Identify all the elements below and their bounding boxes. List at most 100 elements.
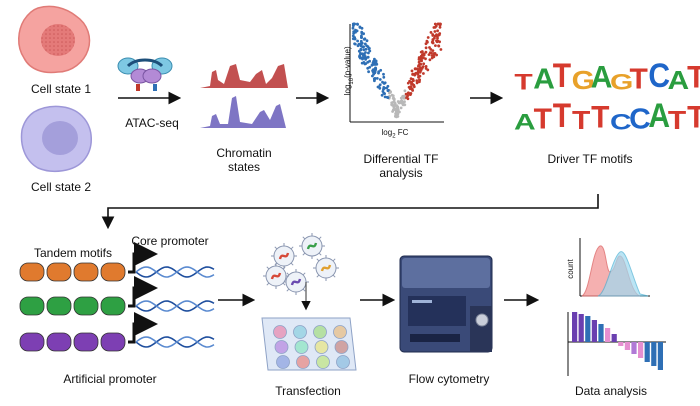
volcano-point — [409, 93, 412, 96]
core-promoter-label: Core promoter — [131, 234, 209, 248]
plate-well — [294, 340, 309, 354]
volcano-point — [433, 22, 437, 26]
volcano-point — [357, 42, 361, 46]
virus-spike — [302, 236, 306, 240]
virus-spike — [282, 266, 286, 270]
volcano-point — [424, 50, 428, 54]
volcano-point — [392, 99, 396, 103]
motif-letter: T — [552, 97, 572, 136]
volcano-point — [433, 25, 437, 29]
volcano-point — [396, 108, 400, 112]
volcano-point — [364, 51, 367, 54]
dna-strand — [135, 336, 215, 348]
volcano-point — [433, 34, 437, 38]
volcano-point — [371, 74, 374, 78]
tandem-motif-block — [100, 262, 126, 282]
motif-letter: T — [514, 70, 533, 95]
virus-spike — [302, 288, 306, 292]
volcano-point — [356, 23, 359, 26]
plate-well — [273, 325, 287, 339]
volcano-point — [418, 70, 422, 74]
plate-well — [333, 325, 347, 339]
motif-letter: C — [609, 110, 632, 135]
volcano-point — [367, 70, 370, 74]
motif-letter: T — [629, 63, 648, 95]
volcano-point — [428, 51, 432, 54]
tandem-motif-block — [19, 262, 45, 282]
volcano-point — [373, 57, 376, 61]
volcano-point — [415, 81, 419, 85]
volcano-point — [401, 101, 405, 105]
volcano-point — [426, 68, 430, 72]
dna-strand — [135, 300, 215, 312]
volcano-point — [402, 96, 406, 100]
volcano-point — [390, 93, 394, 97]
volcano-point — [370, 63, 374, 67]
virus-spike — [290, 262, 294, 266]
volcano-point — [417, 64, 421, 67]
virus-genome — [306, 242, 318, 250]
volcano-point — [430, 40, 434, 44]
volcano-ylabel: log10(p-value) — [343, 46, 355, 96]
volcano-point — [431, 34, 435, 37]
tn5-transposase-icon — [117, 57, 173, 91]
arrow-row-connector — [101, 194, 599, 230]
volcano-point — [399, 106, 403, 110]
virus-spike — [274, 246, 278, 250]
virus-spike — [302, 252, 306, 256]
bar — [572, 312, 578, 342]
virus-spike — [286, 288, 290, 292]
volcano-point — [368, 47, 371, 50]
volcano-point — [424, 42, 428, 46]
volcano-point — [419, 54, 423, 58]
flow-cytometer-icon — [399, 255, 493, 353]
well-plate-icon — [261, 317, 357, 371]
volcano-point — [351, 26, 355, 30]
volcano-point — [393, 107, 397, 111]
cell-state-1-icon — [18, 5, 91, 74]
virus-spike — [282, 282, 286, 286]
tandem-motif-block — [46, 296, 72, 316]
motif-letter: G — [609, 70, 634, 95]
volcano-point — [403, 89, 407, 93]
volcano-point — [418, 78, 421, 82]
volcano-point — [402, 94, 406, 98]
volcano-point — [385, 86, 389, 90]
histogram-ylabel: count — [566, 259, 575, 279]
plate-well — [314, 340, 329, 354]
volcano-point — [353, 22, 356, 26]
volcano-point — [389, 90, 392, 94]
chromatin-label-line2: states — [227, 160, 260, 174]
differential-label-line1: Differential TF — [363, 152, 439, 166]
motif-letter: C — [648, 57, 670, 96]
volcano-point — [383, 95, 387, 99]
motif-logo-1: TATGAGTCAT — [514, 57, 700, 96]
volcano-point — [368, 65, 372, 69]
chromatin-track-blue — [200, 96, 286, 128]
bar — [598, 324, 604, 342]
plate-well — [274, 340, 289, 354]
virus-genome — [278, 252, 290, 260]
volcano-point — [367, 51, 370, 55]
virus-spike — [332, 258, 336, 262]
volcano-point — [394, 115, 397, 118]
volcano-point — [428, 58, 432, 62]
bar — [657, 342, 663, 370]
volcano-point — [364, 47, 368, 51]
dna-strand — [135, 300, 215, 312]
bar — [611, 334, 617, 342]
volcano-point — [382, 91, 386, 95]
volcano-point — [387, 88, 390, 92]
motif-letter: G — [571, 66, 595, 95]
dna-strand — [135, 336, 215, 348]
volcano-point — [393, 104, 397, 108]
volcano-point — [424, 57, 427, 61]
motif-letter: A — [533, 63, 555, 95]
data-analysis-label: Data analysis — [574, 384, 648, 398]
tandem-motif-block — [19, 332, 45, 352]
volcano-point — [377, 85, 381, 89]
volcano-point — [422, 53, 426, 57]
volcano-point — [424, 65, 428, 68]
volcano-point — [378, 78, 382, 81]
motif-letter: T — [591, 100, 610, 136]
